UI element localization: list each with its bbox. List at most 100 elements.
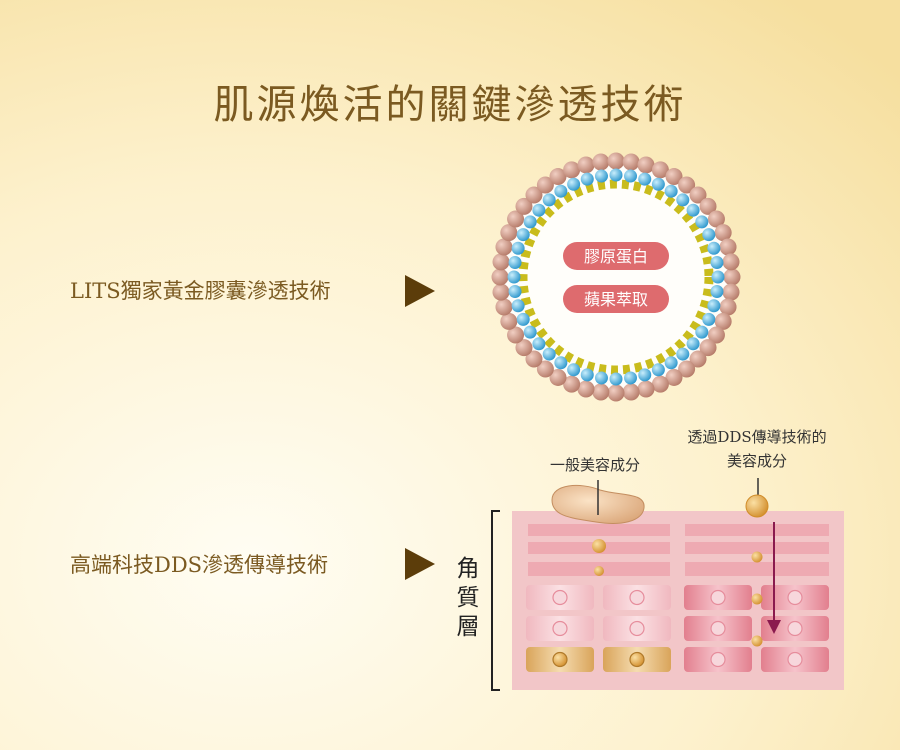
inner-bead xyxy=(508,255,522,269)
inner-bead xyxy=(594,169,608,183)
outer-bead xyxy=(719,298,737,316)
outer-bead xyxy=(563,375,581,393)
cell-nucleus xyxy=(552,651,568,668)
ingredient-pill xyxy=(563,285,669,313)
dds-ingredient-particle xyxy=(745,494,769,518)
layer-bracket xyxy=(491,510,500,691)
outer-bead xyxy=(500,312,518,330)
inner-bead xyxy=(516,228,530,242)
skin-layer-diagram: 一般美容成分 透過DDS傳導技術的 美容成分 角質層 xyxy=(457,428,844,691)
gold-particle xyxy=(594,566,604,576)
outer-bead xyxy=(491,268,509,286)
outer-bead xyxy=(689,186,707,204)
inner-bead xyxy=(580,172,594,186)
inner-bead xyxy=(516,312,530,326)
outer-bead xyxy=(722,253,740,271)
outer-bead xyxy=(607,384,625,402)
inner-bead xyxy=(638,368,652,382)
outer-bead xyxy=(707,326,725,344)
inner-bead xyxy=(638,172,652,186)
inner-bead xyxy=(567,177,581,191)
outer-bead xyxy=(563,161,581,179)
outer-bead xyxy=(714,224,732,242)
outer-bead xyxy=(678,360,696,378)
outer-bead xyxy=(500,224,518,242)
outer-bead xyxy=(651,375,669,393)
inner-bead xyxy=(702,312,716,326)
outer-bead xyxy=(515,197,533,215)
inner-bead xyxy=(523,325,537,339)
capsule-membrane xyxy=(518,179,714,375)
outer-bead-ring xyxy=(491,152,741,402)
outer-bead xyxy=(515,339,533,357)
outer-bead xyxy=(723,268,741,286)
inner-bead-ring xyxy=(507,168,725,386)
inner-bead xyxy=(523,215,537,229)
inner-bead xyxy=(624,371,638,385)
inner-bead xyxy=(695,325,709,339)
ingredient-collagen: 膠原蛋白 xyxy=(584,247,648,266)
outer-bead xyxy=(689,350,707,368)
inner-bead xyxy=(609,372,623,386)
inner-bead xyxy=(686,337,700,351)
gold-particle xyxy=(751,593,763,605)
outer-bead xyxy=(622,153,640,171)
inner-bead xyxy=(594,371,608,385)
outer-bead xyxy=(665,368,683,386)
outer-bead xyxy=(525,350,543,368)
outer-bead xyxy=(592,383,610,401)
dds-technology-label: 高端科技DDS滲透傳導技術 xyxy=(70,553,329,577)
outer-bead xyxy=(536,176,554,194)
inner-bead xyxy=(651,363,665,377)
inner-bead xyxy=(532,337,546,351)
gold-particle xyxy=(751,551,763,563)
inner-bead xyxy=(707,241,721,255)
cell-nucleus xyxy=(787,589,803,606)
inner-bead xyxy=(664,184,678,198)
inner-bead xyxy=(624,169,638,183)
capsule-core xyxy=(500,161,732,393)
outer-bead xyxy=(719,238,737,256)
gold-capsule-diagram: 膠原蛋白 蘋果萃取 xyxy=(491,152,741,402)
gold-particle xyxy=(592,539,606,553)
inner-bead xyxy=(664,356,678,370)
outer-bead xyxy=(495,298,513,316)
outer-bead xyxy=(651,161,669,179)
outer-bead xyxy=(495,238,513,256)
outer-bead xyxy=(714,312,732,330)
cell-nucleus xyxy=(787,620,803,637)
inner-bead xyxy=(676,347,690,361)
ingredient-apple-extract: 蘋果萃取 xyxy=(584,290,648,309)
inner-bead xyxy=(567,363,581,377)
inner-bead xyxy=(507,270,521,284)
inner-bead xyxy=(542,193,556,207)
cell-nucleus xyxy=(552,620,568,637)
inner-bead xyxy=(532,203,546,217)
inner-bead xyxy=(508,285,522,299)
cell-nucleus xyxy=(629,651,645,668)
lits-technology-label: LITS獨家黃金膠囊滲透技術 xyxy=(70,279,331,303)
inner-bead xyxy=(686,203,700,217)
outer-bead xyxy=(577,380,595,398)
cell-nucleus xyxy=(629,589,645,606)
outer-bead xyxy=(699,339,717,357)
cell-nucleus xyxy=(710,651,726,668)
inner-bead xyxy=(707,299,721,313)
gold-particle xyxy=(751,635,763,647)
callout-dds-line2: 美容成分 xyxy=(727,452,787,470)
outer-bead xyxy=(549,168,567,186)
inner-bead xyxy=(710,285,724,299)
cell-nucleus xyxy=(710,620,726,637)
inner-bead xyxy=(711,270,725,284)
outer-bead xyxy=(707,210,725,228)
callout-general-ingredient: 一般美容成分 xyxy=(550,456,640,474)
callout-dds-line1: 透過DDS傳導技術的 xyxy=(687,428,826,446)
inner-bead xyxy=(710,255,724,269)
outer-bead xyxy=(536,360,554,378)
outer-bead xyxy=(577,156,595,174)
cell-nucleus xyxy=(629,620,645,637)
outer-bead xyxy=(622,383,640,401)
inner-bead xyxy=(511,241,525,255)
outer-bead xyxy=(549,368,567,386)
